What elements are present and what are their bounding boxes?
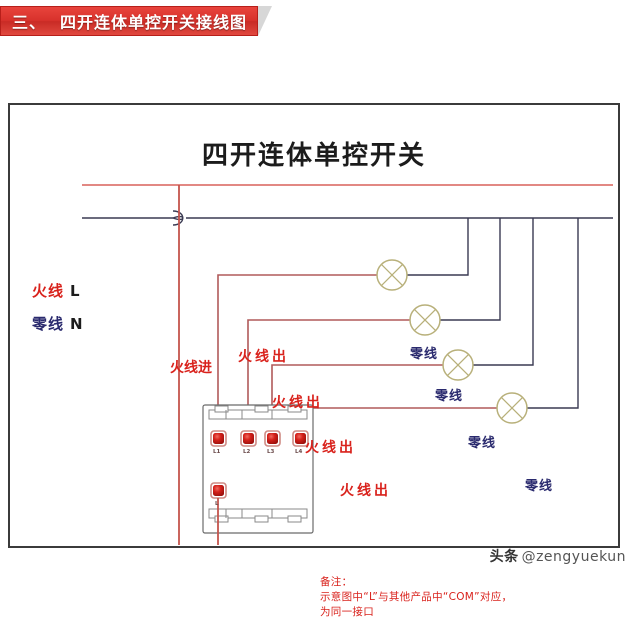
label-neutral-cn: 零线 bbox=[32, 315, 65, 333]
section-title: 四开连体单控开关接线图 bbox=[60, 13, 248, 32]
label-live-cn: 火线 bbox=[32, 282, 65, 300]
terminal-label-l1: L1 bbox=[213, 449, 221, 455]
switch-terminal-l4 bbox=[292, 430, 309, 447]
lamp-2 bbox=[409, 304, 441, 336]
label-neutral-2: 零线 bbox=[435, 389, 464, 404]
label-neutral-4: 零线 bbox=[525, 479, 554, 494]
lamp-4 bbox=[496, 392, 528, 424]
live-out-wire-2 bbox=[247, 319, 415, 405]
diagram-title: 四开连体单控开关 bbox=[201, 141, 426, 171]
label-live-in: 火线进 bbox=[170, 360, 212, 376]
wiring-schematic-svg: .wL { stroke:#b05a5a; stroke-width:1.6; … bbox=[82, 184, 613, 545]
banner-background bbox=[0, 6, 258, 36]
label-live-out-3: 火线出 bbox=[305, 440, 356, 456]
wiring-diagram-frame: 四开连体单控开关 .wL { stroke:#b05a5a; stroke-wi… bbox=[8, 103, 620, 618]
terminal-label-l3: L3 bbox=[267, 449, 275, 455]
switch-module-body bbox=[202, 404, 314, 534]
remark-line-1: 备注： bbox=[320, 576, 353, 588]
banner-fold-corner bbox=[258, 6, 272, 36]
label-live-out-4: 火线出 bbox=[340, 483, 391, 499]
terminal-label-l4: L4 bbox=[295, 449, 303, 455]
terminal-label-l2: L2 bbox=[243, 449, 251, 455]
label-live-out-1: 火线出 bbox=[238, 349, 289, 365]
switch-terminal-l3 bbox=[264, 430, 281, 447]
label-live-bus: 火线 L bbox=[32, 280, 81, 301]
section-header-banner: 三、 四开连体单控开关接线图 bbox=[0, 6, 272, 36]
neutral-wire-1 bbox=[402, 218, 469, 276]
neutral-wire-4 bbox=[522, 218, 579, 409]
label-neutral-bus: 零线 N bbox=[32, 313, 84, 334]
neutral-bus-line bbox=[82, 210, 613, 226]
watermark: 头条@zengyuekun bbox=[490, 546, 626, 566]
banner-text-group: 三、 四开连体单控开关接线图 bbox=[0, 6, 258, 36]
watermark-platform: 头条 bbox=[489, 549, 519, 565]
lamp-1 bbox=[376, 259, 408, 291]
live-out-wire-3 bbox=[271, 364, 448, 405]
terminal-label-common: L bbox=[215, 501, 219, 507]
section-number: 三、 bbox=[12, 13, 47, 32]
label-neutral-1: 零线 bbox=[410, 347, 439, 362]
label-live-en: L bbox=[70, 282, 81, 300]
switch-terminal-common bbox=[210, 482, 227, 545]
switch-terminal-l1 bbox=[210, 430, 227, 447]
label-neutral-en: N bbox=[70, 315, 84, 333]
remark-line-3: 为同一接口 bbox=[320, 606, 374, 618]
remark-note: 备注： 示意图中“L”与其他产品中“COM”对应， 为同一接口 bbox=[320, 575, 512, 620]
lamp-3 bbox=[442, 349, 474, 381]
switch-terminal-l2 bbox=[240, 430, 257, 447]
label-live-out-2: 火线出 bbox=[272, 395, 323, 411]
live-out-wire-1 bbox=[217, 274, 382, 405]
label-neutral-3: 零线 bbox=[468, 436, 497, 451]
live-out-wire-4 bbox=[299, 405, 502, 409]
neutral-wire-2 bbox=[435, 218, 501, 321]
remark-line-2: 示意图中“L”与其他产品中“COM”对应， bbox=[320, 591, 513, 603]
watermark-handle: @zengyuekun bbox=[521, 549, 626, 565]
neutral-wire-3 bbox=[468, 218, 534, 366]
